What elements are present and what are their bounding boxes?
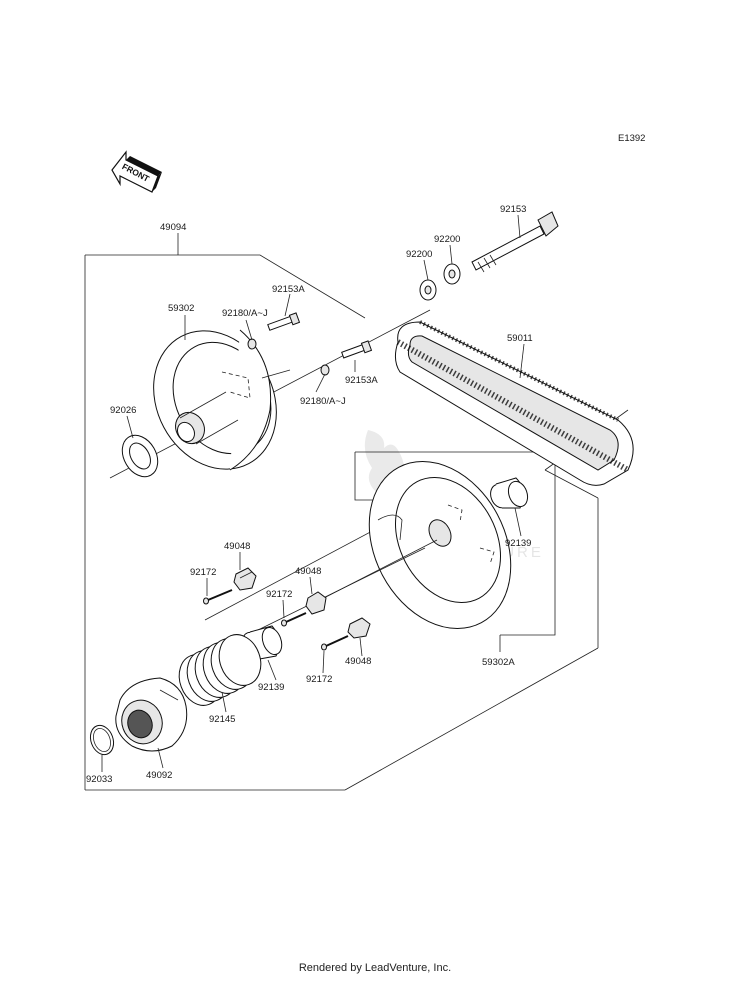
washer-92200-a [419,279,437,301]
bushing-92139-right [490,477,529,509]
label-92172-a: 92172 [190,567,216,578]
bolt-92153 [471,211,559,273]
label-92033: 92033 [86,774,112,785]
label-92200-a: 92200 [406,249,432,260]
label-92180-bottom: 92180/A~J [300,396,346,407]
label-92153a-top: 92153A [272,284,305,295]
label-92180-top: 92180/A~J [222,308,268,319]
label-92153: 92153 [500,204,526,215]
label-49094: 49094 [160,222,186,233]
cam-49092 [115,677,188,752]
footer-credit: Rendered by LeadVenture, Inc. [298,962,452,974]
bracket-49094 [85,254,366,319]
front-arrow-icon: FRONT [111,150,162,193]
bracket-diag [344,647,599,791]
bolt-92153a-top [267,312,301,331]
label-92145: 92145 [209,714,235,725]
leader-lines [101,214,525,772]
screw-92172-b [281,612,307,627]
belt-59011 [394,320,634,486]
bolt-92153a-bottom [341,340,373,359]
label-49092: 49092 [146,770,172,781]
washer-92026 [121,434,159,478]
label-59011: 59011 [507,333,533,344]
label-92139-right: 92139 [505,538,531,549]
label-92172-b: 92172 [266,589,292,600]
screw-92172-a [203,589,233,605]
washer-92200-b [443,263,461,285]
circlip-92033 [89,724,115,756]
shaft-line-b [257,547,426,631]
label-92153a-bottom: 92153A [345,375,378,386]
label-49048-a: 49048 [224,541,250,552]
figure-code: E1392 [618,133,645,144]
washer-92180-top [247,338,257,350]
label-49048-b: 49048 [295,566,321,577]
spring-92145 [178,634,262,706]
label-59302a: 59302A [482,657,515,668]
bracket-59302a [355,451,556,636]
pulley-59302 [153,329,291,471]
weight-49048-b [305,591,327,615]
label-92172-c: 92172 [306,674,332,685]
bracket-top-right [544,469,599,499]
pulley-59302a [368,461,512,629]
label-59302: 59302 [168,303,194,314]
weight-49048-c [347,617,371,639]
screw-92172-c [321,635,349,651]
label-49048-c: 49048 [345,656,371,667]
label-92200-b: 92200 [434,234,460,245]
washer-92180-bottom [320,364,330,376]
label-92139-left: 92139 [258,682,284,693]
label-92026: 92026 [110,405,136,416]
weight-49048-a [233,567,257,591]
